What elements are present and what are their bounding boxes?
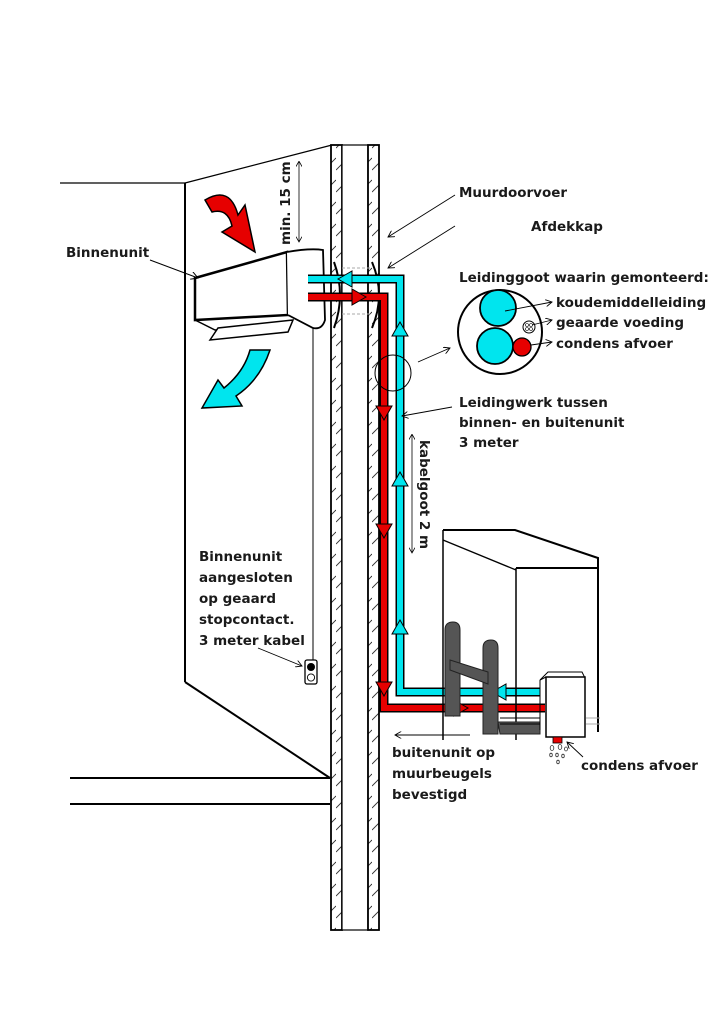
duct-item-label: geaarde voeding — [556, 315, 684, 331]
piping-label-line: 3 meter — [459, 435, 519, 451]
socket-note-line: Binnenunit — [199, 549, 283, 565]
hot-pipe — [308, 288, 545, 717]
duct-item-label: koudemiddelleiding — [556, 295, 706, 311]
indoor-unit-label: Binnenunit — [66, 245, 150, 261]
min-clearance-dimension: min. 15 cm — [278, 161, 299, 245]
piping-label-line: binnen- en buitenunit — [459, 415, 625, 431]
socket-note-line: aangesloten — [199, 570, 293, 586]
water-drops-icon — [549, 744, 568, 765]
detail-circle — [374, 354, 412, 392]
outdoor-unit — [442, 529, 600, 744]
condensate-outlet — [552, 736, 563, 744]
indoor-unit — [149, 248, 326, 680]
pipe-cross-section-icon — [457, 289, 543, 375]
condensate-drain-label: condens afvoer — [581, 758, 698, 774]
min-clearance-label: min. 15 cm — [278, 161, 294, 245]
outdoor-mount-line: buitenunit op — [392, 745, 495, 761]
wall-passthrough-label: Muurdoorvoer — [459, 185, 567, 201]
outdoor-mount-line: bevestigd — [392, 787, 467, 803]
piping-label-line: Leidingwerk tussen — [459, 395, 608, 411]
socket-note-line: 3 meter kabel — [199, 633, 305, 649]
cold-pipe — [308, 270, 540, 701]
socket-note-line: stopcontact. — [199, 612, 294, 628]
socket-note-line: op geaard — [199, 591, 276, 607]
wall-socket-icon — [304, 659, 318, 685]
service-cover — [545, 676, 586, 738]
outdoor-mount-line: muurbeugels — [392, 766, 492, 782]
duct-item-label: condens afvoer — [556, 336, 673, 352]
warm-air-arrow-icon — [203, 194, 257, 254]
cable-duct-dimension: kabelgoot 2 m — [412, 435, 432, 553]
cable-duct-label: kabelgoot 2 m — [416, 440, 432, 549]
duct-title-label: Leidinggoot waarin gemonteerd: — [459, 270, 709, 286]
cover-cap-label: Afdekkap — [531, 219, 603, 235]
room-outline — [60, 144, 333, 805]
cool-air-arrow-icon — [200, 349, 272, 409]
wall-bracket — [482, 639, 499, 735]
